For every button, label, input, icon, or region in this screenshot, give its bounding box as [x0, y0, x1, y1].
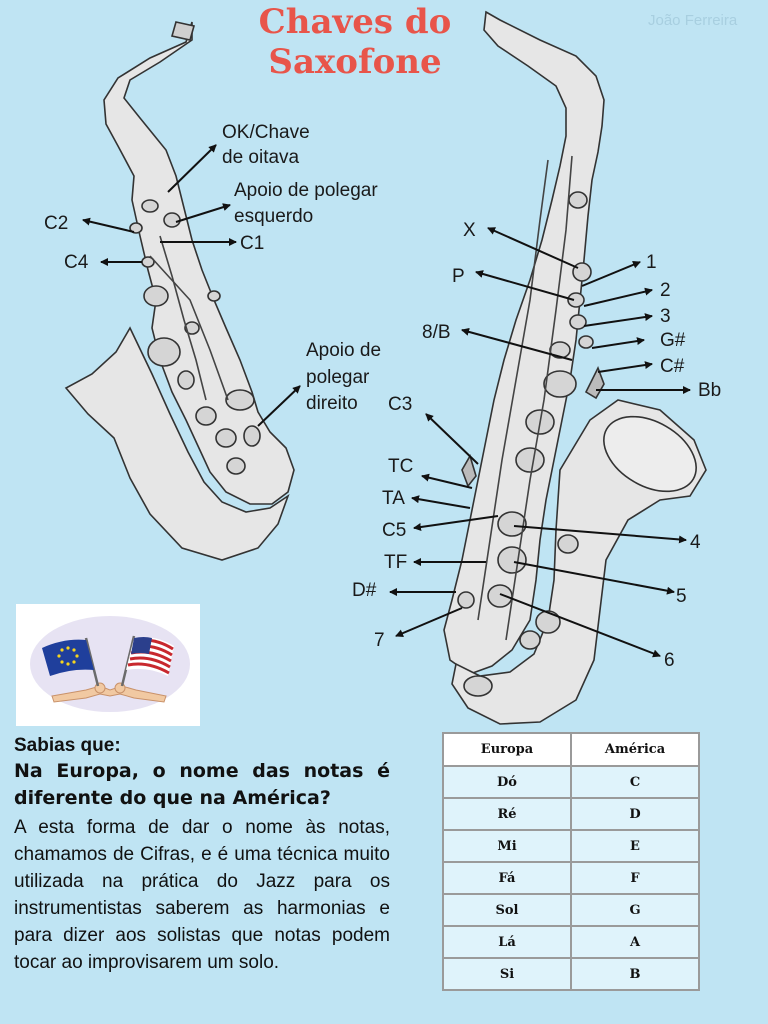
cell-europa: Ré — [442, 797, 572, 831]
notes-table-header-row: Europa América — [442, 732, 700, 767]
cell-europa: Si — [442, 957, 572, 991]
title-line-1: Chaves do — [258, 2, 452, 42]
arrow-5 — [513, 561, 675, 595]
label-octave-key-1: OK/Chave — [222, 122, 310, 143]
arrow-2 — [583, 287, 653, 307]
label-5: 5 — [676, 586, 687, 607]
cell-america: D — [570, 797, 700, 831]
cell-europa: Mi — [442, 829, 572, 863]
arrow-x — [487, 227, 579, 269]
cell-europa: Lá — [442, 925, 572, 959]
saxophone-diagram: OK/Chave de oitava Apoio de polegar esqu… — [44, 10, 721, 725]
right-arrows — [389, 227, 691, 658]
arrow-7 — [395, 607, 463, 637]
label-4: 4 — [690, 532, 701, 553]
label-7: 7 — [374, 630, 385, 651]
label-octave-key-2: de oitava — [222, 147, 300, 168]
info-question: Na Europa, o nome das notas é diferente … — [14, 760, 390, 809]
cell-america: F — [570, 861, 700, 895]
arrow-1 — [581, 260, 641, 287]
label-tc: TC — [388, 456, 413, 477]
arrow-6 — [499, 593, 661, 658]
label-left-thumb-1: Apoio de polegar — [234, 180, 378, 201]
arrow-gsharp — [591, 337, 645, 349]
author-watermark: João Ferreira — [648, 12, 738, 29]
arrow-ta — [411, 495, 471, 509]
label-dsharp: D# — [352, 580, 377, 601]
arrow-8b — [461, 327, 573, 361]
info-heading: Sabias que: — [14, 735, 121, 756]
cell-america: E — [570, 829, 700, 863]
flags-image — [16, 604, 200, 726]
label-right-thumb-1: Apoio de — [306, 340, 381, 361]
label-tf: TF — [384, 552, 407, 573]
label-c2: C2 — [44, 213, 68, 234]
arrow-c5 — [413, 515, 499, 531]
title-line-2: Saxofone — [268, 42, 442, 82]
cell-europa: Dó — [442, 765, 572, 799]
label-2: 2 — [660, 280, 671, 301]
arrow-4 — [513, 525, 687, 544]
header-europa: Europa — [442, 732, 572, 767]
label-p: P — [452, 266, 465, 287]
cell-europa: Sol — [442, 893, 572, 927]
cell-america: G — [570, 893, 700, 927]
label-c4: C4 — [64, 252, 89, 273]
arrow-3 — [583, 313, 653, 327]
label-csharp: C# — [660, 356, 685, 377]
arrow-right-thumb — [257, 385, 301, 427]
label-c5: C5 — [382, 520, 406, 541]
eu-flag-icon — [42, 637, 100, 687]
header-america: América — [570, 732, 700, 767]
cell-america: C — [570, 765, 700, 799]
label-bb: Bb — [698, 380, 721, 401]
label-6: 6 — [664, 650, 675, 671]
label-x: X — [463, 220, 476, 241]
label-8b: 8/B — [422, 322, 451, 343]
right-saxophone-illustration — [443, 10, 707, 725]
arrow-c3 — [425, 413, 479, 465]
left-arrows — [82, 144, 301, 427]
arrow-csharp — [597, 361, 653, 373]
label-left-thumb-2: esquerdo — [234, 206, 313, 227]
page-title: Chaves do Saxofone — [210, 2, 500, 82]
label-c3: C3 — [388, 394, 412, 415]
arrow-tc — [421, 473, 473, 489]
label-1: 1 — [646, 252, 657, 273]
cell-america: B — [570, 957, 700, 991]
label-right-thumb-3: direito — [306, 393, 358, 414]
arrow-octave — [167, 144, 217, 193]
arrow-c2 — [82, 217, 135, 233]
label-gsharp: G# — [660, 330, 686, 351]
left-saxophone-illustration — [64, 21, 295, 561]
label-ta: TA — [382, 488, 405, 509]
label-c1: C1 — [240, 233, 264, 254]
arrow-left-thumb — [175, 203, 231, 223]
cell-europa: Fá — [442, 861, 572, 895]
arrow-p — [475, 270, 575, 301]
info-text-block: Sabias que: Na Europa, o nome das notas … — [14, 734, 390, 976]
us-flag-icon — [120, 635, 174, 687]
cell-america: A — [570, 925, 700, 959]
info-body: A esta forma de dar o nome às notas, cha… — [14, 817, 390, 973]
label-right-thumb-2: polegar — [306, 367, 370, 388]
label-3: 3 — [660, 306, 671, 327]
